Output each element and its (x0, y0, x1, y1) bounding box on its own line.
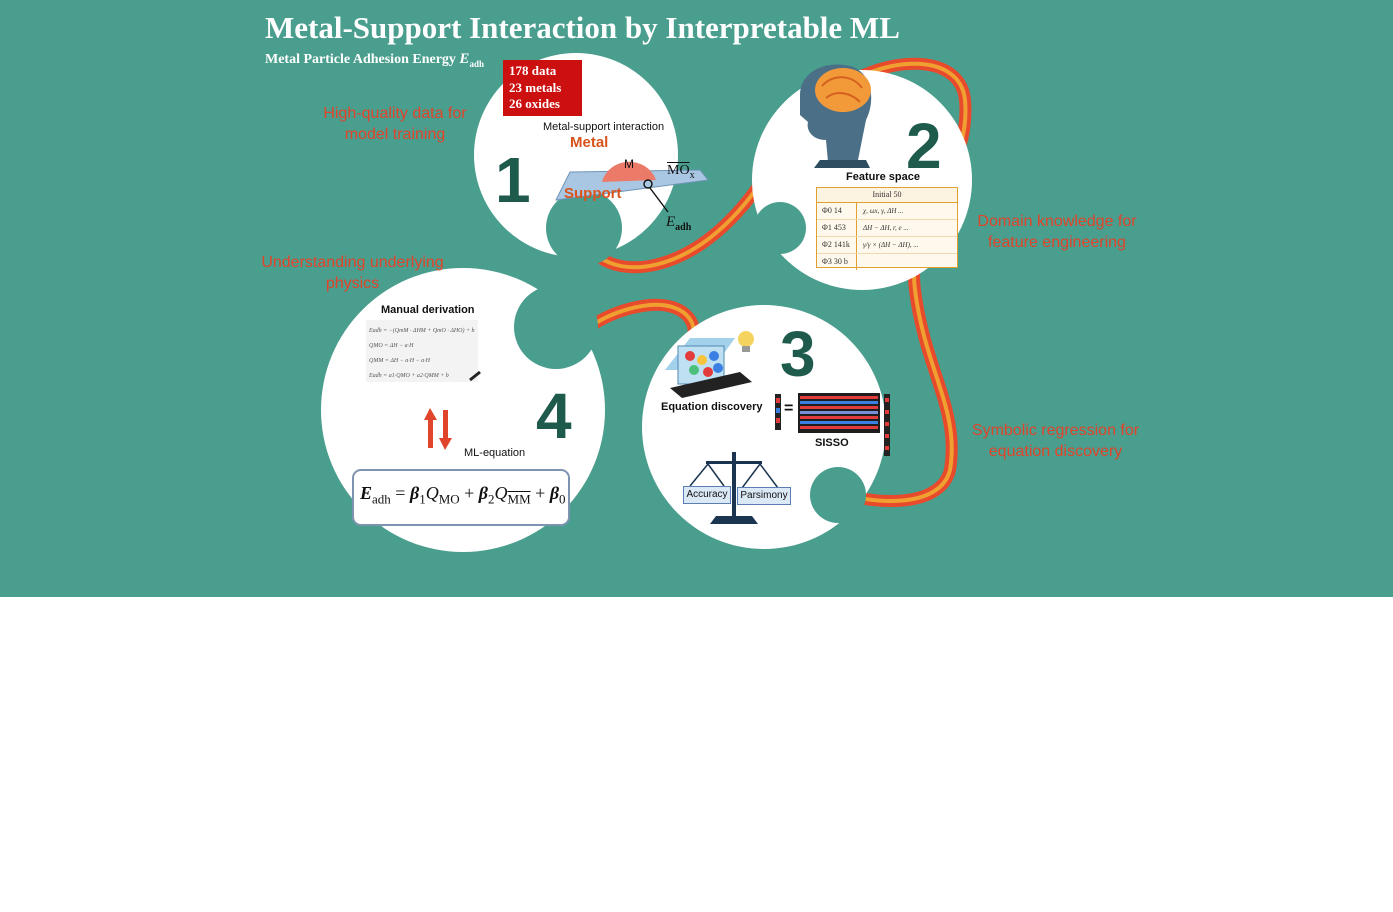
step-number-4: 4 (536, 380, 572, 452)
metal-label: Metal (570, 134, 609, 151)
puzzle-notches (514, 190, 866, 523)
ml-equation-box: Eadh = β1QMO + β2QMM + β0 (352, 469, 570, 526)
metal-support-caption: Metal-support interaction (543, 121, 665, 133)
adhesion-energy-label: Eadh (666, 214, 692, 233)
step-number-3: 3 (780, 318, 816, 390)
lightbulb-icon (738, 331, 754, 352)
diagram-canvas: Metal-Support Interaction by Interpretab… (0, 0, 1393, 597)
stat-oxides-count: 26 oxides (509, 96, 560, 111)
stat-data-count: 178 data (509, 63, 557, 78)
brain-head-icon (800, 64, 872, 168)
stat-metals-count: 23 metals (509, 79, 562, 95)
oxide-label: MOx (667, 163, 695, 181)
handwritten-derivation-text: Eadh = −(QmM · ΔHM + QmO · ΔHO) + b QMO … (369, 328, 475, 379)
metal-particle-label: M (624, 157, 634, 171)
equation-discovery-caption: Equation discovery (661, 401, 763, 413)
feature-table-row: Φ3 30 b (817, 254, 957, 270)
equals-sign: = (784, 400, 794, 417)
feature-table-header: Initial 50 (817, 188, 957, 203)
balance-scale-icon (689, 452, 779, 524)
manual-derivation-caption: Manual derivation (381, 304, 475, 316)
handwritten-notes (366, 320, 481, 382)
crystal-box-icon (665, 338, 752, 398)
dataset-stats-badge: 178 data 23 metals 26 oxides (503, 60, 582, 116)
feature-space-caption: Feature space (846, 171, 920, 183)
workflow-graphics (321, 53, 972, 552)
diagram-title: Metal-Support Interaction by Interpretab… (265, 10, 900, 45)
step-number-2: 2 (906, 110, 942, 182)
step-number-1: 1 (495, 144, 531, 216)
sisso-matrix-graphic (775, 393, 890, 456)
ml-equation-caption: ML-equation (464, 447, 526, 459)
accuracy-label: Accuracy (683, 486, 731, 504)
support-slab-graphic (555, 161, 709, 213)
parsimony-label: Parsimony (737, 487, 791, 505)
support-label: Support (564, 185, 622, 202)
diagram-subtitle: Metal Particle Adhesion Energy Eadh (265, 51, 484, 69)
up-down-arrows-icon (424, 408, 452, 450)
sisso-label: SISSO (815, 437, 849, 449)
